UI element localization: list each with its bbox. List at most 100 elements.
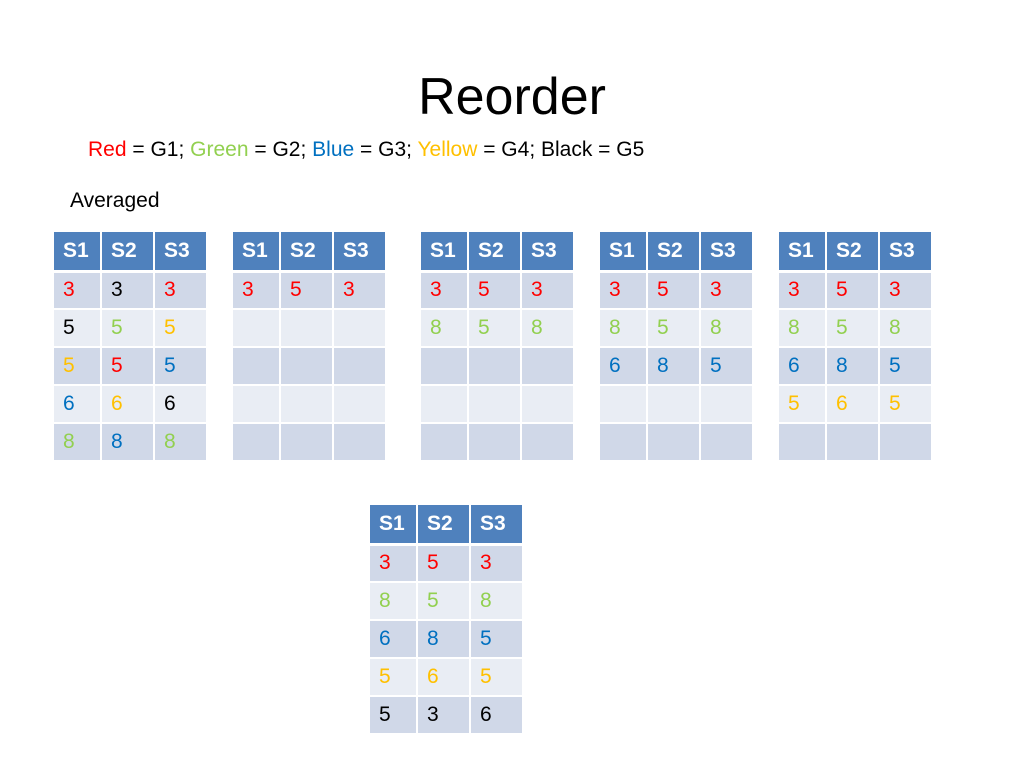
table-cell: 8 [699,308,754,348]
table-row [231,384,387,424]
legend-part: = G4; Black = G5 [477,138,645,161]
table-row [231,308,387,348]
table-cell: 5 [368,657,418,697]
table-cell [419,422,469,462]
table-cell [279,422,334,462]
table-cell [598,422,648,462]
table-row [231,346,387,386]
table-cell: 5 [469,619,524,659]
column-header: S1 [598,230,648,273]
table-cell [699,422,754,462]
column-header: S2 [646,230,701,273]
table-cell: 8 [416,619,471,659]
table-cell [332,384,387,424]
table-cell: 8 [153,422,208,462]
table-cell: 3 [100,270,155,310]
table-cell: 8 [598,308,648,348]
table-cell: 3 [231,270,281,310]
table-row [419,384,575,424]
column-header: S2 [825,230,880,273]
table-cell: 8 [878,308,933,348]
column-header: S3 [332,230,387,273]
column-header: S1 [419,230,469,273]
table-cell: 3 [52,270,102,310]
table-cell [878,422,933,462]
table-cell: 8 [646,346,701,386]
column-header: S1 [368,503,418,546]
table-cell [332,346,387,386]
table-cell: 5 [699,346,754,386]
column-header: S2 [279,230,334,273]
table-cell: 3 [777,270,827,310]
legend-part: = G1; [126,138,191,161]
table-cell [646,422,701,462]
table-cell [279,308,334,348]
column-header: S2 [416,503,471,546]
column-header: S3 [469,503,524,546]
column-header: S1 [52,230,102,273]
table-cell: 3 [469,543,524,583]
table-cell [646,384,701,424]
table-cell: 3 [416,695,471,735]
column-header: S2 [100,230,155,273]
table-cell [467,346,522,386]
table-cell: 5 [416,543,471,583]
legend-part: Red [88,138,127,161]
table-cell [699,384,754,424]
table-cell: 5 [416,581,471,621]
table-cell: 5 [777,384,827,424]
table-cell: 5 [100,308,155,348]
table-cell [467,422,522,462]
table-row [777,422,933,462]
table-cell: 5 [467,270,522,310]
table-cell: 5 [469,657,524,697]
table-cell: 6 [469,695,524,735]
column-header: S1 [231,230,281,273]
table-cell [231,422,281,462]
table-cell: 6 [368,619,418,659]
table-cell: 5 [878,384,933,424]
table-cell: 6 [777,346,827,386]
table-cell: 3 [699,270,754,310]
table-cell: 5 [100,346,155,386]
legend-part: Yellow [417,138,478,161]
table-cell: 8 [52,422,102,462]
table-cell: 5 [52,308,102,348]
table-cell [279,346,334,386]
table-cell: 8 [100,422,155,462]
table-cell: 5 [467,308,522,348]
table-cell: 5 [646,270,701,310]
table-cell [520,346,575,386]
table-cell: 8 [777,308,827,348]
table-cell: 6 [153,384,208,424]
table-cell [520,422,575,462]
table-cell: 3 [878,270,933,310]
table-cell: 5 [825,308,880,348]
table-cell: 5 [153,346,208,386]
column-header: S3 [699,230,754,273]
table-cell [419,346,469,386]
table-cell: 5 [878,346,933,386]
column-header: S2 [467,230,522,273]
averaged-label: Averaged [70,189,160,212]
table-cell [231,308,281,348]
table-cell: 5 [279,270,334,310]
table-cell: 5 [646,308,701,348]
table-cell [520,384,575,424]
